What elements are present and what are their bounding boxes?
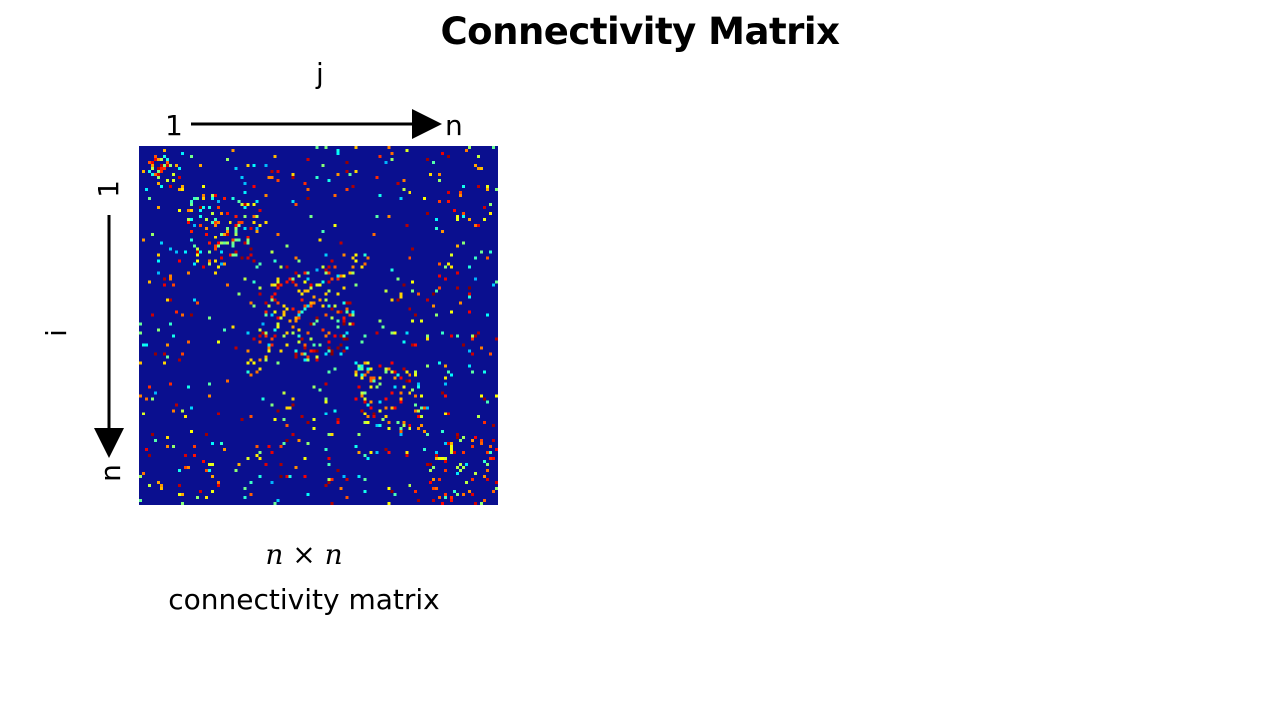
column-end-label: n <box>445 109 463 142</box>
column-axis-label: j <box>316 57 324 90</box>
slide-title: Connectivity Matrix <box>440 10 840 53</box>
connectivity-matrix-heatmap <box>139 146 498 505</box>
row-start-label: 1 <box>92 180 125 198</box>
row-end-label: n <box>94 464 127 482</box>
row-axis-label: i <box>40 329 73 337</box>
column-start-label: 1 <box>165 109 183 142</box>
matrix-size-caption: n × n <box>265 538 343 571</box>
matrix-caption: connectivity matrix <box>168 583 440 616</box>
